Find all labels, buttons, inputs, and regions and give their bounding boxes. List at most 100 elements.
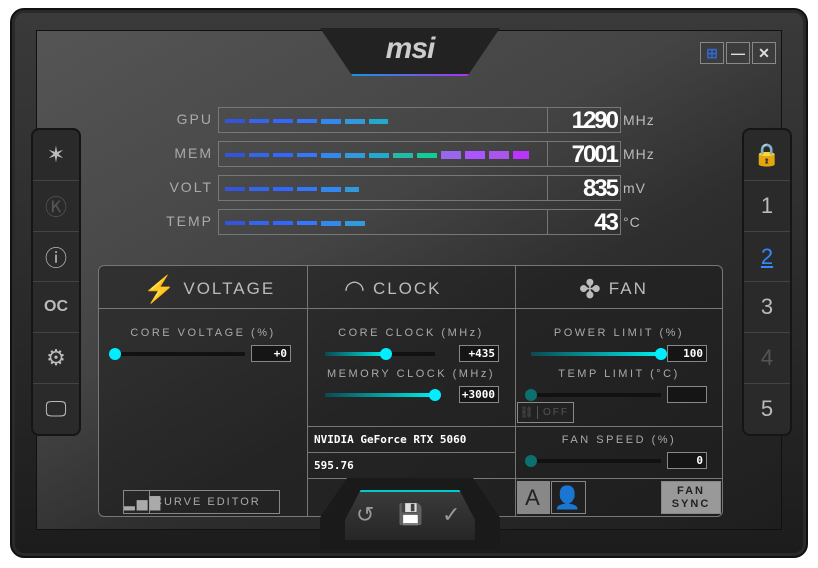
bar-segment <box>225 153 245 157</box>
curve-editor-button[interactable]: ▂▅▇CURVE EDITOR <box>123 490 280 514</box>
close-button[interactable]: ✕ <box>752 42 776 64</box>
monitor-bar <box>218 107 548 133</box>
gpu-name: NVIDIA GeForce RTX 5060 <box>314 433 467 446</box>
monitor-value: 1290 <box>548 107 621 134</box>
oc-scanner-icon[interactable]: OC <box>33 282 79 334</box>
fan-header: ✤ FAN <box>579 274 648 304</box>
profile-3[interactable]: 3 <box>744 282 790 334</box>
bar-segment <box>297 119 317 123</box>
kombustor-k-icon[interactable]: Ⓚ <box>33 181 79 232</box>
power-limit-slider[interactable] <box>531 348 667 360</box>
msi-logo: msi <box>385 32 436 65</box>
link-toggle-button[interactable]: ⛓ OFF <box>517 402 574 423</box>
monitor-bar <box>218 141 548 167</box>
bar-segment <box>225 221 245 225</box>
divider <box>515 478 722 479</box>
speedometer-icon: ◠ <box>344 275 367 303</box>
lock-icon[interactable]: 🔒 <box>744 130 790 181</box>
monitor-unit: °C <box>623 214 641 230</box>
bar-segment <box>465 151 485 159</box>
memory-clock-slider[interactable] <box>325 389 441 401</box>
memory-clock-value[interactable]: +3000 <box>459 386 499 403</box>
info-icon[interactable]: ⓘ <box>33 232 79 283</box>
bar-segment <box>369 119 388 124</box>
bar-segment <box>369 153 389 158</box>
bar-segment <box>417 153 437 158</box>
slider-knob[interactable] <box>655 348 667 360</box>
msi-dragon-icon[interactable]: ✶ <box>33 130 79 181</box>
profile-5[interactable]: 5 <box>760 396 774 422</box>
windows-icon[interactable]: ⊞ <box>700 42 724 64</box>
monitor-unit: mV <box>623 180 646 196</box>
control-panel: ⚡VOLTAGE ◠CLOCK ✤FAN CORE VOLTAGE (%) +0… <box>98 265 723 517</box>
monitor-unit: MHz <box>623 112 655 128</box>
bar-segment <box>273 119 293 123</box>
minimize-button[interactable]: — <box>726 42 750 64</box>
monitor-value: 835 <box>548 175 621 202</box>
divider <box>99 308 722 309</box>
settings-gear-icon[interactable]: ⚙ <box>33 333 79 385</box>
window-controls: ⊞ — ✕ <box>700 42 776 64</box>
core-clock-label: CORE CLOCK (MHz) <box>338 327 484 339</box>
bar-segment <box>513 151 529 159</box>
temp-limit-slider[interactable] <box>525 389 661 401</box>
profile-1[interactable]: 1 <box>744 181 790 232</box>
apply-icon[interactable]: ✓ <box>442 502 461 527</box>
monitor-label: MEM <box>174 145 213 161</box>
left-sidebar: ✶ Ⓚ ⓘ OC ⚙ 🖵 <box>31 128 81 436</box>
bar-segment <box>321 187 341 192</box>
fan-speed-value[interactable]: 0 <box>667 452 707 469</box>
slider-knob[interactable] <box>109 348 121 360</box>
user-fan-profile-button[interactable]: 👤 <box>551 481 586 514</box>
slider-knob[interactable] <box>429 389 441 401</box>
bar-segment <box>249 221 269 225</box>
power-limit-value[interactable]: 100 <box>667 345 707 362</box>
monitor-value: 43 <box>548 209 621 236</box>
profile-sidebar: 🔒 1 2 3 4 5 <box>742 128 792 436</box>
divider <box>307 266 308 516</box>
monitor-unit: MHz <box>623 146 655 162</box>
divider <box>307 452 515 453</box>
divider <box>515 266 516 516</box>
link-icon: ⛓ <box>518 406 538 419</box>
fan-auto-button[interactable]: A <box>517 481 550 514</box>
bar-segment <box>297 153 317 157</box>
core-clock-value[interactable]: +435 <box>459 345 499 362</box>
slider-knob[interactable] <box>525 455 537 467</box>
monitor-icon[interactable]: 🖵 <box>45 396 67 422</box>
profile-2[interactable]: 2 <box>744 232 790 283</box>
fan-icon: ✤ <box>579 273 603 304</box>
bar-segment <box>489 151 509 159</box>
monitor-bar <box>218 175 548 201</box>
core-voltage-slider[interactable] <box>109 348 245 360</box>
slider-knob[interactable] <box>525 389 537 401</box>
temp-limit-value[interactable] <box>667 386 707 403</box>
slider-fill <box>325 352 386 356</box>
bar-segment <box>249 153 269 157</box>
bar-segment <box>345 221 365 226</box>
core-clock-slider[interactable] <box>325 348 435 360</box>
curve-editor-label: CURVE EDITOR <box>154 496 261 508</box>
link-off-label: OFF <box>543 407 569 418</box>
slider-fill <box>531 352 661 356</box>
divider <box>515 426 722 427</box>
core-voltage-value[interactable]: +0 <box>251 345 291 362</box>
reset-icon[interactable]: ↺ <box>356 502 375 527</box>
bar-segment <box>225 119 245 123</box>
slider-knob[interactable] <box>379 348 392 360</box>
profile-4[interactable]: 4 <box>744 333 790 385</box>
memory-clock-label: MEMORY CLOCK (MHz) <box>326 368 496 380</box>
fan-title: FAN <box>608 279 648 298</box>
bar-segment <box>273 153 293 157</box>
bar-segment <box>345 119 365 124</box>
monitor-value: 7001 <box>548 141 621 168</box>
fan-speed-slider[interactable] <box>525 455 661 467</box>
power-limit-label: POWER LIMIT (%) <box>553 327 685 339</box>
slider-fill <box>325 393 435 397</box>
fan-speed-label: FAN SPEED (%) <box>561 434 677 446</box>
save-icon[interactable]: 💾 <box>398 504 423 526</box>
